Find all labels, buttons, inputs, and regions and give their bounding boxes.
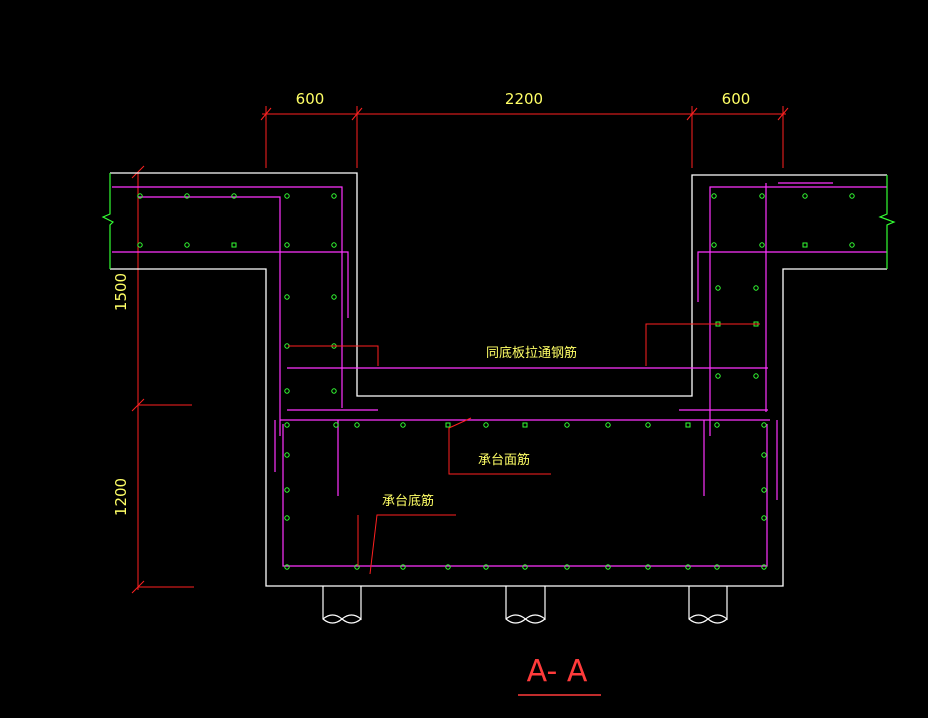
rebar-dot — [331, 388, 337, 394]
rebar-dot — [184, 193, 190, 199]
rebar-dot — [605, 422, 611, 428]
dim-tick — [777, 107, 789, 121]
rebar-dot — [400, 564, 406, 570]
leader-cap-top-bar — [448, 417, 551, 475]
leader-tie-bar-right — [645, 323, 760, 366]
section-title: A- A — [527, 654, 588, 689]
concrete-outline — [110, 172, 887, 587]
pile-head — [505, 586, 546, 624]
rebar-dots — [137, 193, 855, 570]
pile-head — [688, 586, 728, 624]
rebar-line — [697, 251, 887, 302]
rebar-dot — [522, 422, 528, 428]
pile-heads — [322, 586, 728, 624]
rebar-dot — [445, 564, 451, 570]
dim-tick — [131, 165, 145, 179]
rebar-lines — [112, 182, 887, 567]
rebar-dot — [714, 564, 720, 570]
rebar-dot — [483, 564, 489, 570]
dimension-lines — [131, 106, 789, 594]
rebar-dot — [849, 193, 855, 199]
rebar-dot — [759, 193, 765, 199]
rebar-dot — [284, 515, 290, 521]
rebar-dot — [400, 422, 406, 428]
rebar-dot — [759, 242, 765, 248]
rebar-dot — [284, 564, 290, 570]
rebar-dot — [284, 294, 290, 300]
dim-tick — [260, 107, 272, 121]
rebar-dot — [761, 515, 767, 521]
rebar-dot — [761, 452, 767, 458]
break-symbols — [101, 173, 896, 269]
dim-top-middle: 2200 — [505, 90, 543, 108]
rebar-line — [282, 424, 768, 567]
rebar-line — [112, 186, 343, 408]
rebar-dot — [802, 242, 808, 248]
rebar-dot — [483, 422, 489, 428]
rebar-dot — [284, 193, 290, 199]
dim-left-lower: 1200 — [112, 478, 130, 516]
rebar-dot — [445, 422, 451, 428]
rebar-dot — [711, 193, 717, 199]
rebar-dot — [564, 564, 570, 570]
rebar-dot — [284, 242, 290, 248]
rebar-line — [709, 186, 887, 436]
rebar-dot — [802, 193, 808, 199]
rebar-dot — [284, 422, 290, 428]
rebar-dot — [231, 242, 237, 248]
label-cap-bottom-bar: 承台底筋 — [382, 493, 434, 509]
rebar-dot — [354, 422, 360, 428]
rebar-dot — [711, 242, 717, 248]
rebar-dot — [849, 242, 855, 248]
break-symbol-left — [101, 173, 115, 269]
rebar-line — [138, 196, 281, 436]
rebar-dot — [645, 564, 651, 570]
rebar-dot — [331, 242, 337, 248]
rebar-dot — [761, 487, 767, 493]
rebar-dot — [333, 422, 339, 428]
rebar-dot — [761, 422, 767, 428]
dim-left-upper: 1500 — [112, 273, 130, 311]
rebar-dot — [715, 285, 721, 291]
rebar-dot — [137, 193, 143, 199]
label-cap-top-bar: 承台面筋 — [478, 452, 530, 468]
rebar-dot — [753, 285, 759, 291]
rebar-dot — [231, 193, 237, 199]
rebar-dot — [685, 422, 691, 428]
break-symbol-right — [878, 175, 896, 269]
outline-outer-edge — [110, 268, 887, 587]
dim-tick — [686, 107, 698, 121]
dim-tick — [131, 398, 145, 412]
outline-top-edge — [110, 172, 887, 397]
rebar-dot — [331, 294, 337, 300]
rebar-dot — [685, 564, 691, 570]
rebar-dot — [354, 564, 360, 570]
rebar-dot — [605, 564, 611, 570]
label-tie-bar: 同底板拉通钢筋 — [486, 345, 577, 361]
rebar-dot — [184, 242, 190, 248]
rebar-dot — [137, 242, 143, 248]
rebar-dot — [753, 373, 759, 379]
rebar-dot — [761, 564, 767, 570]
pile-head — [322, 586, 362, 624]
dim-tick — [131, 580, 145, 594]
leader-tie-bar-left — [288, 345, 379, 366]
rebar-dot — [522, 564, 528, 570]
dim-top-right: 600 — [722, 90, 751, 108]
rebar-dot — [715, 373, 721, 379]
dim-top-left: 600 — [296, 90, 325, 108]
leader-cap-bottom-bar-b — [369, 514, 456, 575]
rebar-dot — [331, 193, 337, 199]
rebar-dot — [645, 422, 651, 428]
label-leaders — [288, 323, 760, 575]
dim-tick — [351, 107, 363, 121]
rebar-dot — [284, 452, 290, 458]
rebar-dot — [564, 422, 570, 428]
rebar-line — [112, 251, 349, 318]
rebar-dot — [714, 422, 720, 428]
rebar-dot — [284, 487, 290, 493]
rebar-dot — [284, 388, 290, 394]
